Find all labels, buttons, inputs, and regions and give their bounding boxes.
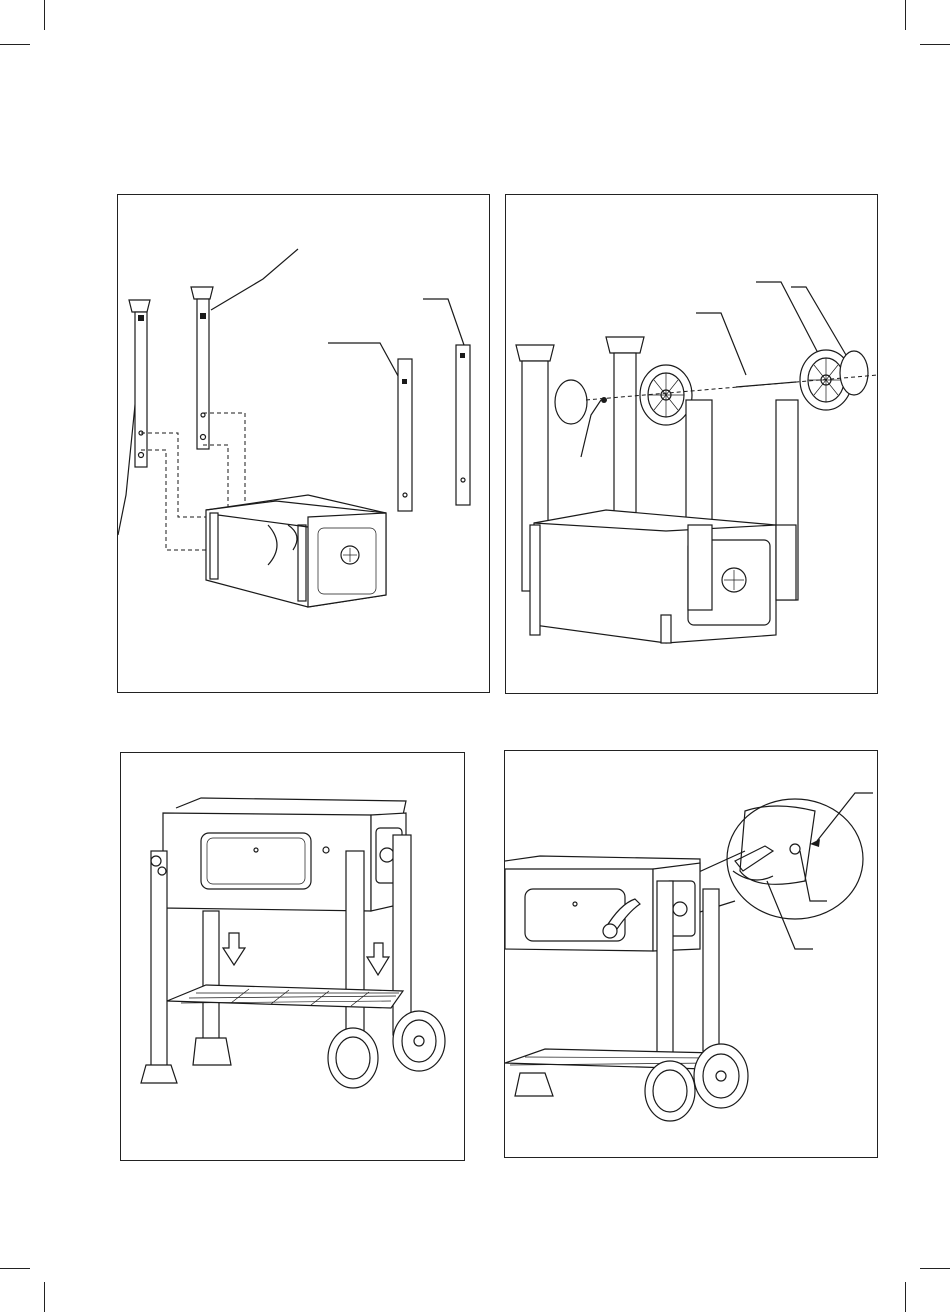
bottom-shelf [167,985,403,1008]
axle-nut [601,397,607,403]
assembly-step-1-panel [117,194,490,693]
step-4-illustration [505,751,878,1158]
detail-magnifier [727,799,863,919]
step-1-illustration [118,195,490,693]
callout-line [328,343,403,385]
callout-line [791,287,846,355]
wheel-front [328,1028,378,1088]
down-arrow-right [367,943,389,975]
top-frame [176,798,406,815]
crop-mark-top-right-h [920,44,950,45]
hubcap-right [840,351,868,395]
hubcap-left [555,380,587,424]
callout-line [118,395,136,535]
crop-mark-top-left-h [0,44,30,45]
firebox [163,813,406,911]
leg-right-2 [456,345,470,505]
crop-mark-bottom-right-h [920,1268,950,1269]
step-3-illustration [121,753,465,1161]
callout-line [211,249,298,310]
callout-line [800,851,827,901]
crop-mark-bottom-left-v [44,1282,45,1312]
firebox [206,495,386,607]
callout-line [696,313,746,375]
callout-line [767,881,813,949]
step-2-illustration [506,195,878,694]
wheel-rear [393,1011,445,1071]
leg-right-rear [703,889,719,1069]
callout-line [423,299,464,345]
leg-left-rear [129,300,150,467]
crop-mark-bottom-right-v [905,1282,906,1312]
leg-left-front [191,287,213,449]
wheel-left [640,365,692,425]
crop-mark-bottom-left-h [0,1268,30,1269]
leg-left-front [606,337,644,523]
leg-right-1 [398,359,412,511]
assembly-step-4-panel [504,750,878,1158]
leg-left-rear [151,851,167,1071]
down-arrow-left [223,933,245,965]
wheel-front [645,1061,695,1121]
firebox [530,510,776,643]
wheel-rear [694,1044,748,1108]
crop-mark-top-right-v [905,0,906,30]
assembly-step-3-panel [120,752,465,1161]
leg-left-front [203,911,219,1041]
bottom-shelf [505,1049,717,1069]
foot-left [515,1073,553,1096]
leg-right-rear [393,835,411,1035]
assembly-step-2-panel [505,194,878,694]
crop-mark-top-left-v [44,0,45,30]
callout-line [817,793,873,841]
